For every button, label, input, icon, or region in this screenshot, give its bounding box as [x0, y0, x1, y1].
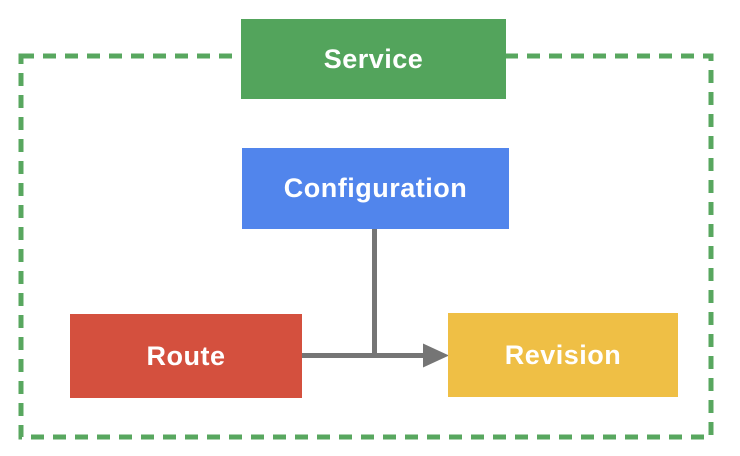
- arrowhead-icon: [423, 343, 449, 368]
- revision-label: Revision: [504, 339, 622, 370]
- configuration-node: Configuration: [242, 148, 509, 229]
- configuration-label: Configuration: [283, 173, 468, 203]
- revision-node: Revision: [448, 313, 678, 397]
- service-label: Service: [323, 43, 424, 74]
- service-node: Service: [241, 19, 506, 99]
- route-node: Route: [70, 314, 302, 398]
- service-boundary-dashed-border: [18, 53, 714, 440]
- route-label: Route: [146, 340, 226, 371]
